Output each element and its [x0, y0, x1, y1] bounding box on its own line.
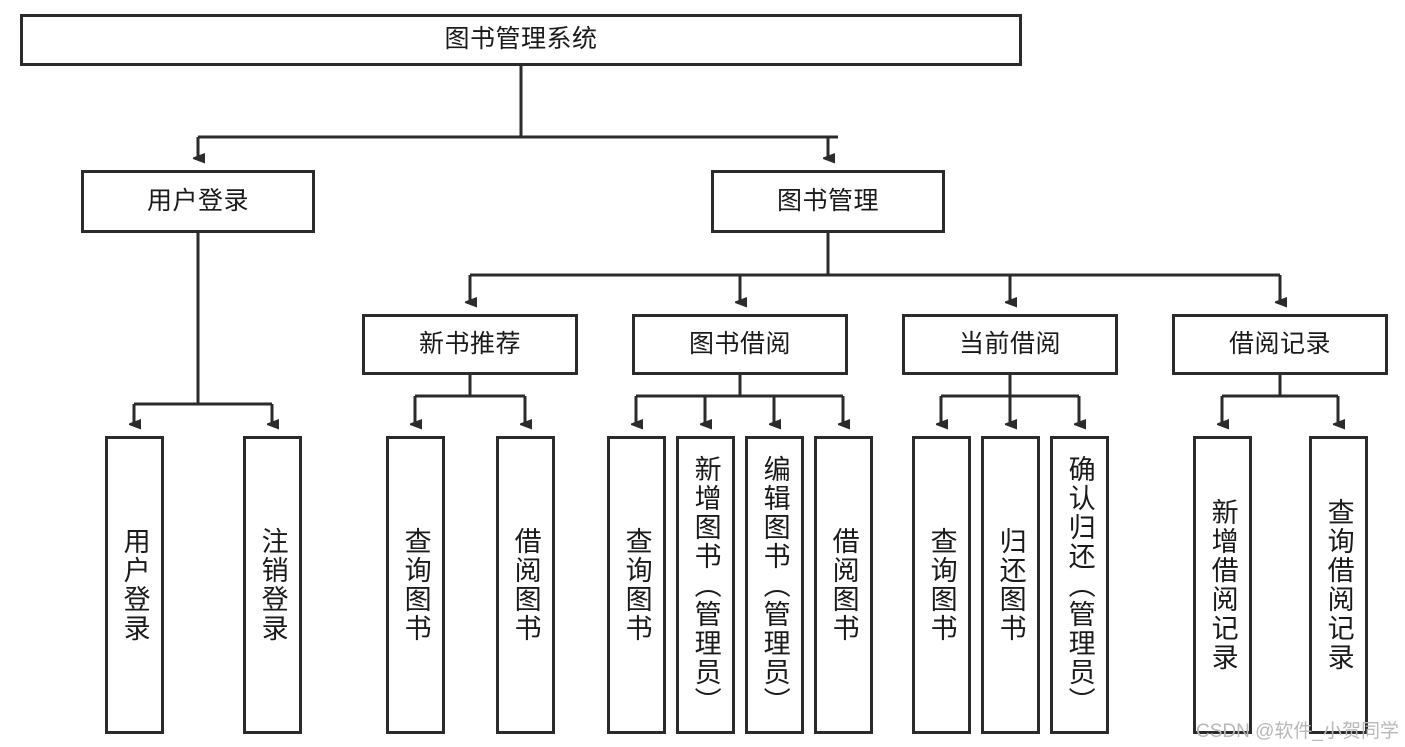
- node-book-management[interactable]: 图书管理: [711, 170, 945, 233]
- node-borrow-record[interactable]: 借阅记录: [1172, 314, 1388, 375]
- node-label: 新增图书（管理员）: [690, 454, 721, 716]
- leaf-logout[interactable]: 注销登录: [243, 436, 302, 734]
- node-label: 查询借阅记录: [1323, 498, 1354, 672]
- leaf-add-book-admin[interactable]: 新增图书（管理员）: [676, 436, 735, 734]
- node-label: 借阅图书: [828, 527, 859, 643]
- node-label: 当前借阅: [958, 329, 1061, 358]
- leaf-add-borrow-record[interactable]: 新增借阅记录: [1193, 436, 1252, 734]
- node-user-login[interactable]: 用户登录: [81, 170, 315, 233]
- leaf-query-book-current[interactable]: 查询图书: [912, 436, 971, 734]
- leaf-borrow-book-recommend[interactable]: 借阅图书: [496, 436, 555, 734]
- leaf-edit-book-admin[interactable]: 编辑图书（管理员）: [745, 436, 804, 734]
- leaf-return-book[interactable]: 归还图书: [981, 436, 1040, 734]
- node-book-borrow[interactable]: 图书借阅: [632, 314, 848, 375]
- node-label: 借阅记录: [1228, 329, 1331, 358]
- node-current-borrow[interactable]: 当前借阅: [902, 314, 1118, 375]
- leaf-query-book-recommend[interactable]: 查询图书: [386, 436, 445, 734]
- leaf-user-login[interactable]: 用户登录: [105, 436, 164, 734]
- node-label: 图书管理系统: [444, 25, 598, 54]
- node-label: 新增借阅记录: [1207, 498, 1238, 672]
- node-root-book-management-system[interactable]: 图书管理系统: [20, 14, 1022, 66]
- node-label: 借阅图书: [510, 527, 541, 643]
- node-new-book-recommend[interactable]: 新书推荐: [362, 314, 578, 375]
- node-label: 新书推荐: [418, 329, 521, 358]
- node-label: 归还图书: [995, 527, 1026, 643]
- node-label: 注销登录: [257, 527, 288, 643]
- node-label: 查询图书: [621, 527, 652, 643]
- node-label: 用户登录: [146, 186, 249, 215]
- csdn-watermark: CSDN @软件_小贺同学: [1196, 721, 1399, 742]
- leaf-query-book-borrow[interactable]: 查询图书: [607, 436, 666, 734]
- leaf-borrow-book[interactable]: 借阅图书: [814, 436, 873, 734]
- leaf-confirm-return-admin[interactable]: 确认归还（管理员）: [1050, 436, 1109, 734]
- leaf-query-borrow-record[interactable]: 查询借阅记录: [1309, 436, 1368, 734]
- node-label: 图书借阅: [688, 329, 791, 358]
- node-label: 用户登录: [119, 527, 150, 643]
- node-label: 确认归还（管理员）: [1064, 454, 1095, 716]
- node-label: 编辑图书（管理员）: [759, 454, 790, 716]
- node-label: 查询图书: [400, 527, 431, 643]
- node-label: 查询图书: [926, 527, 957, 643]
- node-label: 图书管理: [776, 186, 879, 215]
